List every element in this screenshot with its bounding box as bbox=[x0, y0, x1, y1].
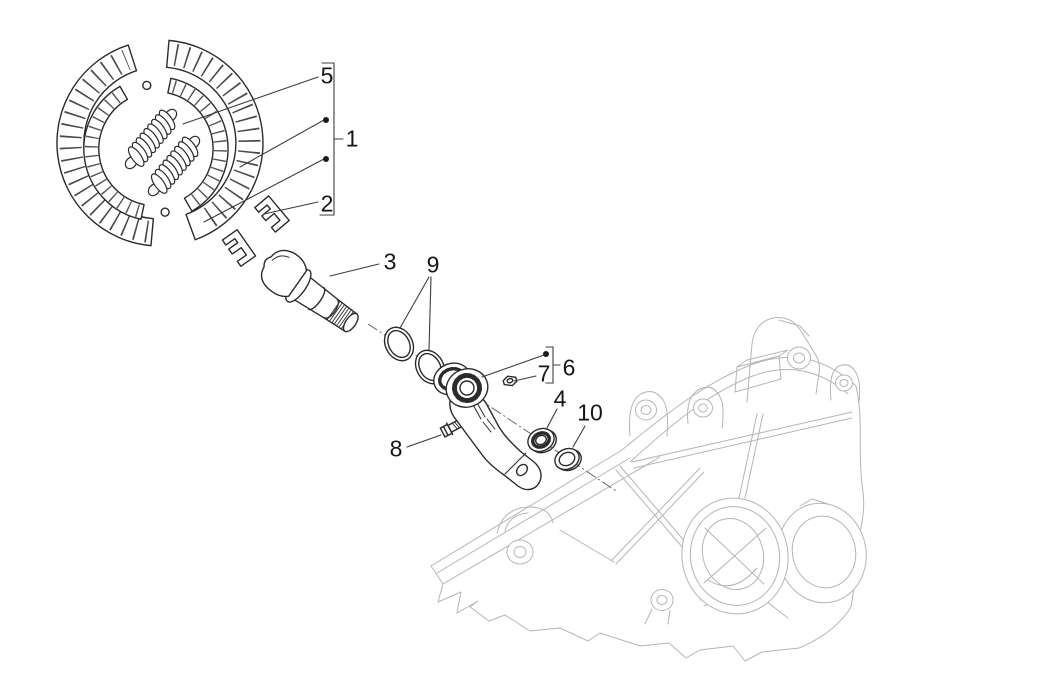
brake-shoe-assembly-drawing bbox=[56, 39, 264, 247]
leader-bullet bbox=[323, 156, 329, 162]
callout-3: 3 bbox=[383, 248, 397, 275]
callout-bracket-1 bbox=[319, 62, 344, 216]
callout-6: 6 bbox=[562, 354, 576, 381]
o-ring-1 bbox=[383, 326, 415, 362]
spacer-clip-upper bbox=[254, 195, 290, 233]
callout-1: 1 bbox=[345, 125, 359, 152]
callout-7: 7 bbox=[537, 360, 551, 387]
crankcase-bearing-seat-right bbox=[777, 498, 867, 604]
callout-10: 10 bbox=[577, 399, 603, 426]
callout-5: 5 bbox=[320, 62, 334, 89]
brake-shoe-right bbox=[165, 39, 264, 241]
spacer-clip-lower bbox=[221, 229, 257, 267]
crankcase-outline-drawing bbox=[430, 317, 867, 662]
callout-9: 9 bbox=[426, 251, 440, 278]
leader-bullet bbox=[323, 117, 329, 123]
callout-bracket-6 bbox=[545, 346, 561, 384]
callout-4: 4 bbox=[553, 385, 567, 412]
leader-bullet bbox=[543, 351, 549, 357]
brake-spring-upper bbox=[124, 108, 178, 170]
brake-spring-lower bbox=[147, 135, 201, 197]
brake-camshaft bbox=[260, 249, 359, 333]
brake-lever-arm bbox=[433, 362, 542, 491]
lever-nut bbox=[502, 375, 518, 387]
callout-leader-lines bbox=[182, 62, 586, 448]
lever-cable-hole bbox=[515, 463, 529, 477]
serrated-washer bbox=[527, 427, 557, 454]
callout-2: 2 bbox=[320, 190, 334, 217]
brake-shoe-webs bbox=[83, 77, 229, 220]
callout-8: 8 bbox=[389, 435, 403, 462]
crankcase-bearing-seat-left bbox=[681, 497, 789, 615]
plain-washer bbox=[554, 447, 582, 472]
